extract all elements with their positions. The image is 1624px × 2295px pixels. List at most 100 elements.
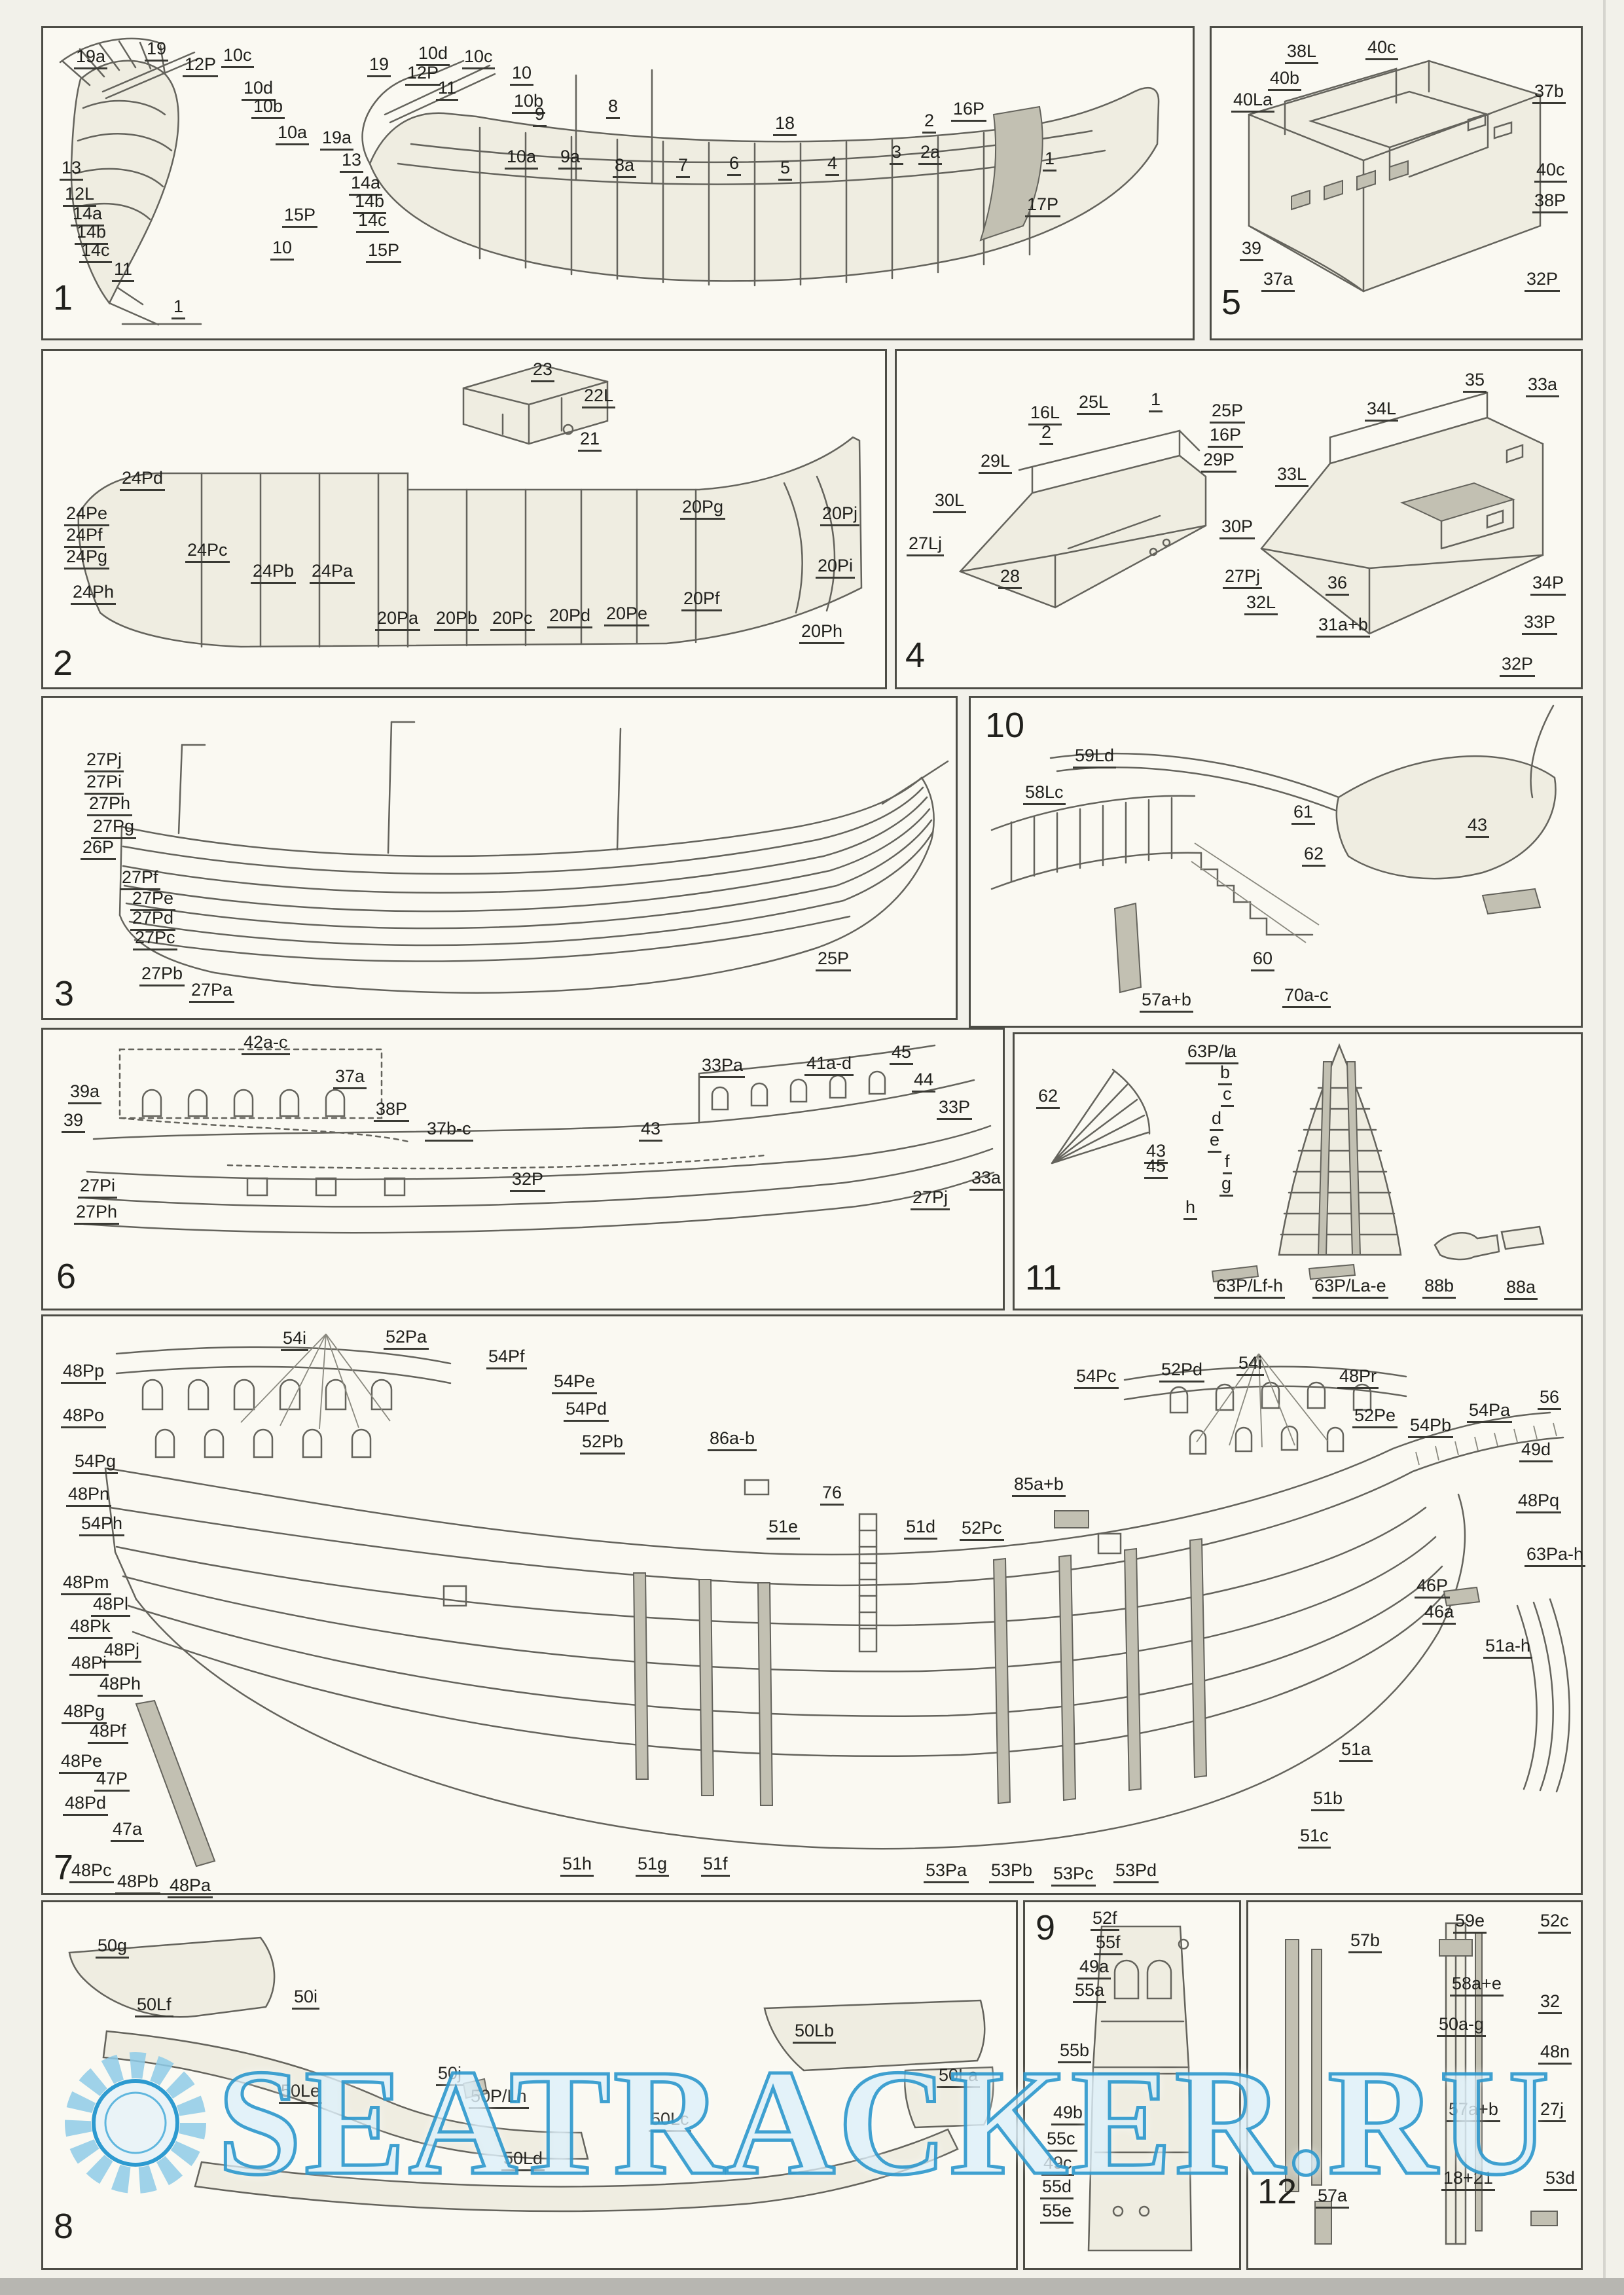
part-label: 52f — [1091, 1909, 1119, 1931]
part-label: 27Lj — [907, 535, 945, 556]
part-label: 52Pa — [384, 1328, 429, 1350]
part-label: 10c — [221, 46, 254, 68]
part-label: 10c — [462, 48, 495, 69]
part-label: 48Pn — [66, 1485, 112, 1507]
part-label: 40c — [1534, 161, 1567, 183]
part-label: e — [1208, 1131, 1222, 1153]
part-label: 50Le — [279, 2082, 323, 2104]
part-label: 27Pb — [139, 965, 185, 986]
part-label: 20Pi — [816, 557, 856, 579]
part-label: 27Pj — [911, 1189, 950, 1210]
part-label: 16P — [1208, 426, 1244, 448]
part-label: 11 — [112, 261, 135, 282]
part-label: 58Lc — [1023, 784, 1066, 805]
part-label: 30L — [933, 492, 967, 513]
bow-framing-drawing — [59, 37, 1160, 326]
part-label: f — [1223, 1153, 1232, 1174]
part-label: 48Pc — [69, 1862, 114, 1883]
part-label: 23 — [531, 361, 555, 382]
part-label: 39a — [68, 1083, 102, 1104]
panel-5-number: 5 — [1221, 283, 1242, 322]
part-label: 42a-c — [242, 1034, 290, 1055]
part-label: 88a — [1504, 1278, 1538, 1300]
part-label: 52Pd — [1159, 1361, 1205, 1382]
part-label: 46P — [1415, 1577, 1451, 1599]
part-label: 38P — [374, 1100, 410, 1122]
part-label: 48Pe — [59, 1752, 105, 1774]
part-label: 57b — [1348, 1932, 1382, 1953]
part-label: 48Pf — [88, 1722, 128, 1744]
part-label: 76 — [820, 1484, 844, 1506]
part-label: 14c — [356, 211, 389, 233]
part-label: 13 — [60, 159, 84, 181]
part-label: 54Pa — [1467, 1401, 1513, 1423]
part-label: 43 — [1466, 816, 1490, 838]
part-label: 27Pd — [130, 909, 176, 931]
part-label: 54Pc — [1074, 1367, 1119, 1389]
part-label: 27Pi — [78, 1177, 118, 1199]
part-label: 38L — [1285, 43, 1319, 64]
part-label: 59Ld — [1073, 747, 1117, 768]
part-label: 29L — [979, 452, 1013, 474]
part-label: 51g — [636, 1855, 670, 1877]
part-label: 24Pd — [120, 469, 166, 491]
part-label: 1 — [171, 298, 186, 319]
part-label: 37a — [1261, 270, 1295, 292]
part-label: 10a — [276, 124, 310, 145]
part-label: 50g — [96, 1937, 130, 1959]
part-label: 20Pc — [490, 609, 535, 631]
part-label: 16L — [1028, 404, 1062, 425]
part-label: 24Pg — [64, 548, 110, 569]
part-label: 53Pd — [1113, 1862, 1159, 1883]
part-label: 43 — [639, 1120, 663, 1142]
part-label: g — [1219, 1175, 1234, 1197]
part-label: 56 — [1538, 1388, 1562, 1410]
part-label: 54Pb — [1408, 1417, 1454, 1438]
part-label: 1 — [1149, 391, 1163, 412]
part-label: 20Ph — [799, 623, 845, 644]
part-label: 55e — [1040, 2202, 1074, 2224]
mast-top-panel-drawing — [1051, 1043, 1545, 1283]
part-label: 50a-g — [1437, 2015, 1487, 2037]
part-label: 61 — [1291, 803, 1316, 825]
part-label: 33a — [1526, 376, 1560, 397]
part-label: 27Pe — [130, 890, 176, 911]
part-label: 21 — [578, 430, 602, 452]
part-label: 10 — [510, 64, 534, 86]
part-label: 88b — [1422, 1277, 1456, 1299]
part-label: 14a — [349, 174, 383, 196]
part-label: 41a-d — [804, 1055, 854, 1076]
part-label: 12P — [405, 64, 441, 86]
part-label: 24Pa — [310, 562, 355, 584]
part-label: 8 — [606, 98, 621, 119]
scan-strip — [0, 2278, 1624, 2295]
panel-6-number: 6 — [56, 1257, 77, 1296]
part-label: 48Pg — [62, 1703, 107, 1724]
part-label: 55b — [1058, 2042, 1092, 2063]
part-label: 50i — [292, 1988, 320, 2010]
part-label: 51a-h — [1483, 1637, 1533, 1659]
part-label: 13 — [340, 151, 364, 173]
part-label: 27Pj — [84, 751, 124, 772]
part-label: 37b — [1532, 82, 1566, 104]
part-label: 51d — [904, 1518, 938, 1540]
part-label: 55a — [1073, 1981, 1107, 2003]
part-label: 50Lf — [135, 1996, 173, 2017]
part-label: 50Lb — [793, 2022, 837, 2044]
part-label: 33a — [969, 1169, 1003, 1191]
part-label: 48Pr — [1337, 1367, 1379, 1389]
full-hull-drawing — [104, 1333, 1570, 1868]
part-label: 33Pa — [700, 1057, 746, 1078]
part-label: 53Pc — [1051, 1865, 1096, 1887]
panel-11-number: 11 — [1025, 1258, 1062, 1297]
part-label: 24Pc — [185, 541, 230, 563]
part-label: 12L — [63, 185, 97, 207]
part-label: 53d — [1543, 2169, 1578, 2191]
